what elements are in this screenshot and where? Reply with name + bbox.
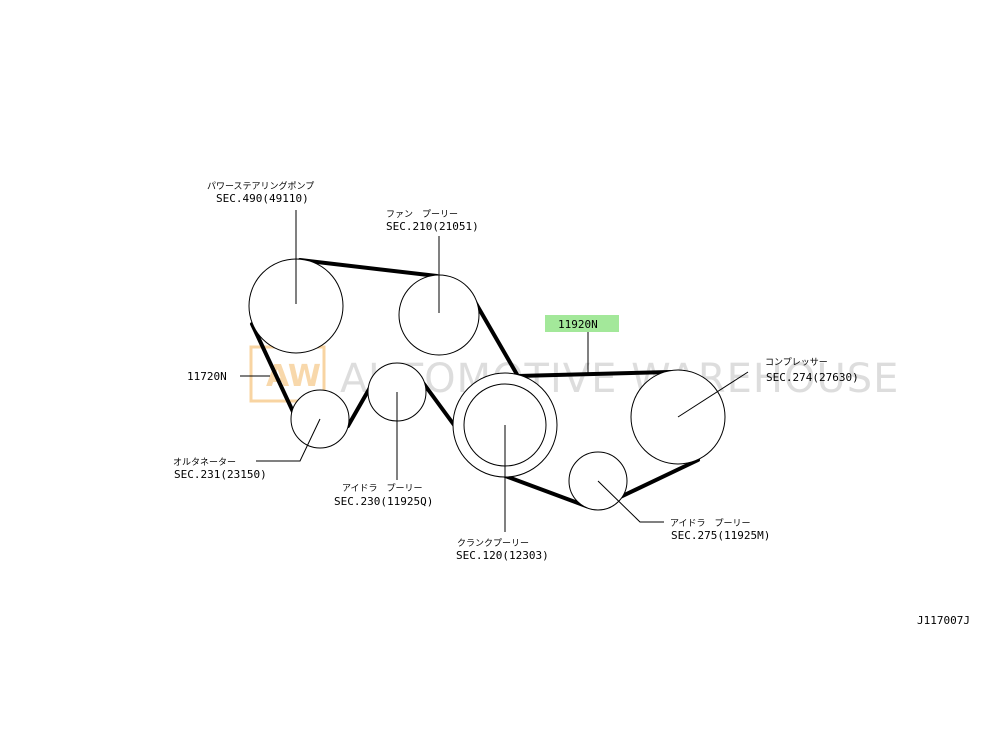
belt-segment: [516, 370, 672, 378]
label-idler-2-sec: SEC.275(11925M): [671, 529, 770, 542]
label-crank-name: クランクプーリー: [457, 538, 529, 549]
label-power-steering-name: パワーステアリングポンプ: [207, 180, 314, 192]
labels: パワーステアリングポンプ SEC.490(49110) ファン プーリー SEC…: [173, 180, 970, 627]
label-idler-1-name: アイドラ プーリー: [342, 483, 423, 494]
label-fan-sec: SEC.210(21051): [386, 220, 479, 233]
belt-segment: [298, 258, 439, 278]
callout-11920n-bg: [545, 315, 619, 332]
label-crank-sec: SEC.120(12303): [456, 549, 549, 562]
belt-segment: [250, 322, 297, 418]
label-fan-name: ファン プーリー: [386, 209, 458, 220]
label-11920n: 11920N: [558, 318, 598, 331]
belt-segment: [498, 472, 588, 508]
leader-alternator: [256, 418, 321, 462]
watermark-logo: AW: [266, 359, 321, 394]
label-idler-2-name: アイドラ プーリー: [670, 518, 751, 529]
label-idler-1-sec: SEC.230(11925Q): [334, 495, 433, 508]
leader-lines: [240, 210, 749, 532]
label-alternator-name: オルタネーター: [173, 457, 236, 468]
label-compressor-name: コンプレッサー: [765, 357, 828, 368]
label-11720n: 11720N: [187, 370, 227, 383]
label-alternator-sec: SEC.231(23150): [174, 468, 267, 481]
label-power-steering-sec: SEC.490(49110): [216, 192, 309, 205]
belt-segment: [612, 458, 700, 502]
leader-idler-2: [597, 480, 664, 523]
leader-compressor: [677, 371, 749, 418]
label-compressor-sec: SEC.274(27630): [766, 371, 859, 384]
drawing-code: J117007J: [917, 614, 970, 627]
